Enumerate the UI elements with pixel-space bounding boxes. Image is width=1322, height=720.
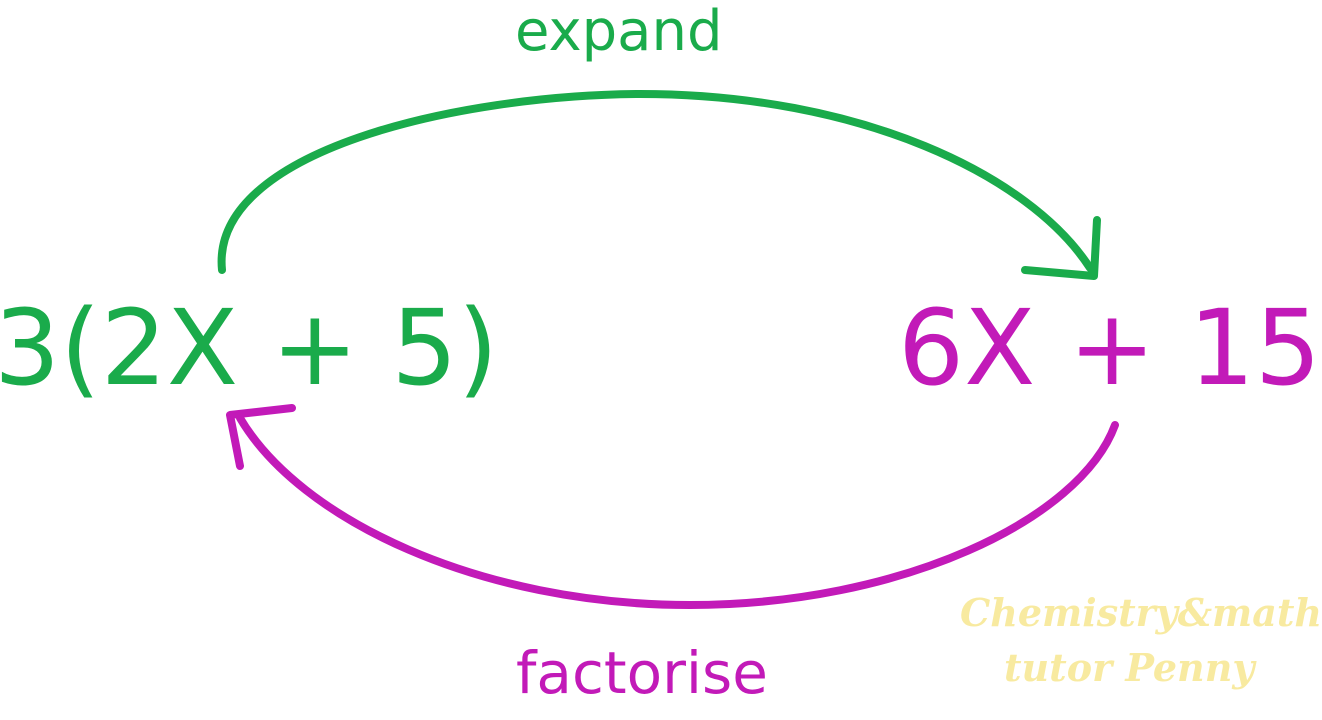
factorise-label: factorise xyxy=(516,639,768,707)
factorise-arrow xyxy=(226,404,1119,610)
arrows-layer xyxy=(217,89,1119,610)
watermark-line-1: Chemistry&math xyxy=(960,590,1322,635)
expand-label: expand xyxy=(515,0,723,64)
watermark: Chemistry&math tutor Penny xyxy=(960,585,1322,695)
factorise-arrowhead xyxy=(226,404,296,470)
expand-arrow-curve xyxy=(217,89,1094,274)
expand-arrow xyxy=(217,89,1101,280)
right-expression: 6X + 15 xyxy=(898,287,1322,409)
expand-arrowhead xyxy=(1021,216,1101,280)
watermark-line-2: tutor Penny xyxy=(1004,645,1255,691)
factorise-arrow-curve xyxy=(236,414,1119,610)
left-expression: 3(2X + 5) xyxy=(0,287,499,409)
